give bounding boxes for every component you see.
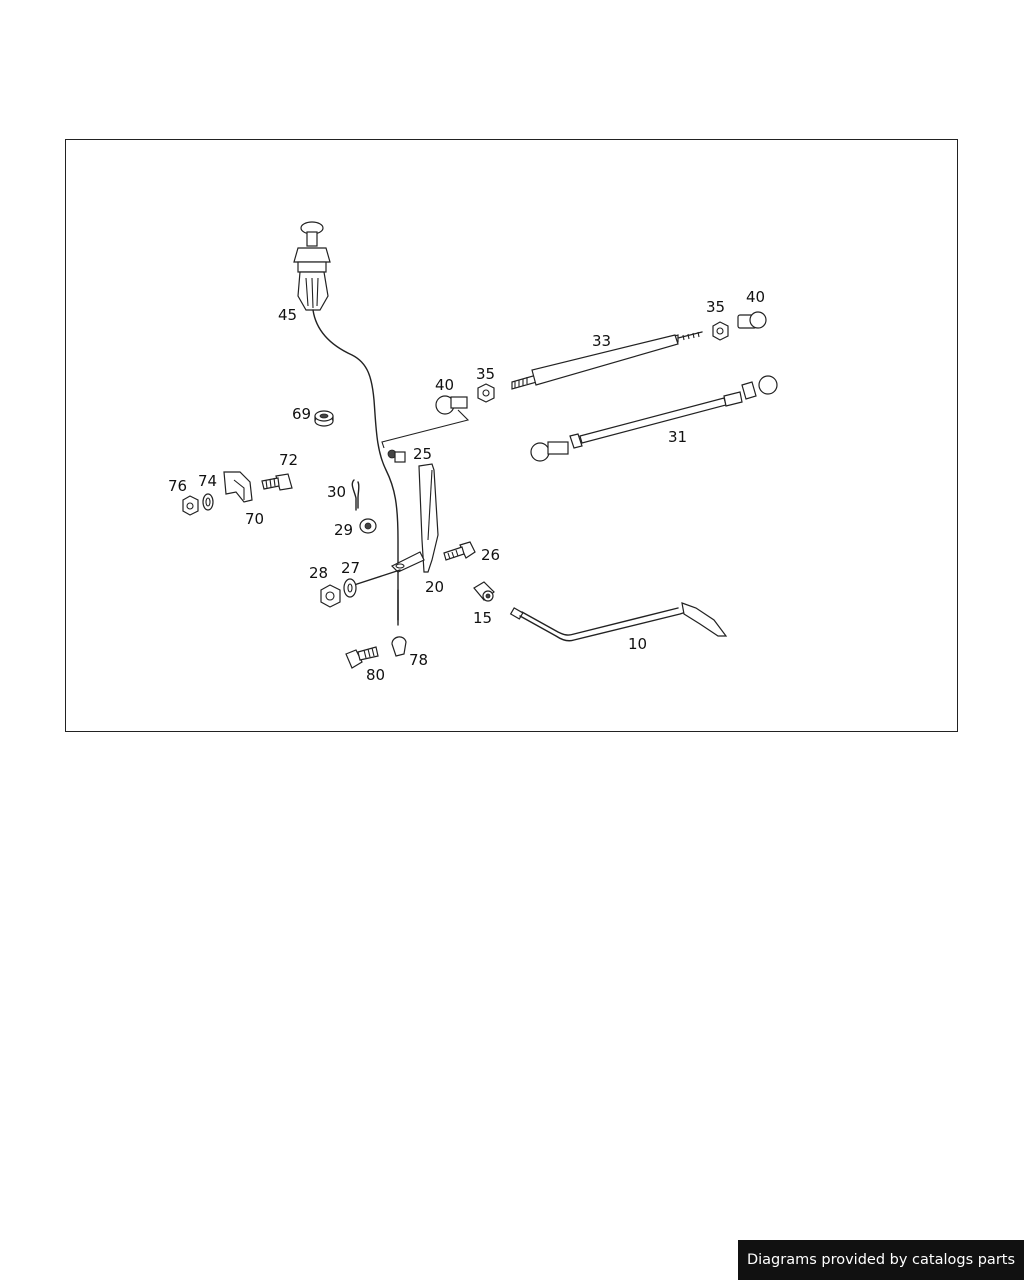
part-label-35a: 35 [476, 365, 495, 383]
part-20-lever-bracket[interactable] [353, 463, 439, 586]
part-label-35b: 35 [706, 298, 725, 316]
part-76-nut[interactable] [182, 495, 199, 516]
part-label-78: 78 [409, 651, 428, 669]
credit-banner: Diagrams provided by catalogs parts [738, 1240, 1024, 1280]
part-label-31: 31 [668, 428, 687, 446]
part-74-washer[interactable] [202, 493, 214, 511]
part-30-split-pin[interactable] [351, 479, 360, 511]
part-27-washer[interactable] [343, 578, 357, 598]
part-33-threaded-rod[interactable] [511, 331, 703, 390]
part-label-69: 69 [292, 405, 311, 423]
part-label-27: 27 [341, 559, 360, 577]
credit-text: Diagrams provided by catalogs parts [746, 1252, 1016, 1268]
part-35-nut-left[interactable] [477, 383, 495, 403]
part-69-grommet[interactable] [314, 410, 334, 427]
part-label-33: 33 [592, 332, 611, 350]
part-28-nut[interactable] [320, 584, 341, 608]
part-label-28: 28 [309, 564, 328, 582]
part-70-clip[interactable] [223, 471, 253, 503]
part-40-ball-socket-right[interactable] [737, 311, 767, 329]
part-label-40a: 40 [435, 376, 454, 394]
part-25-bushing[interactable] [387, 449, 406, 463]
part-35-nut-right[interactable] [712, 321, 729, 341]
part-72-bolt[interactable] [261, 473, 293, 491]
part-label-26: 26 [481, 546, 500, 564]
part-label-72: 72 [279, 451, 298, 469]
part-label-45: 45 [278, 306, 297, 324]
part-label-80: 80 [366, 666, 385, 684]
part-label-29: 29 [334, 521, 353, 539]
part-40-ball-socket-left[interactable] [381, 395, 470, 449]
part-29-washer[interactable] [359, 518, 377, 534]
part-label-10: 10 [628, 635, 647, 653]
part-45-pull-knob-cable[interactable] [293, 221, 399, 626]
part-26-bolt[interactable] [443, 541, 476, 561]
part-label-76: 76 [168, 477, 187, 495]
part-78-cap[interactable] [391, 636, 407, 657]
part-31-adjustable-rod[interactable] [530, 375, 778, 462]
part-label-74: 74 [198, 472, 217, 490]
diagram-frame [65, 139, 958, 732]
part-label-20: 20 [425, 578, 444, 596]
part-label-15: 15 [473, 609, 492, 627]
part-label-25: 25 [413, 445, 432, 463]
part-80-screw[interactable] [345, 646, 379, 669]
part-15-bushing[interactable] [473, 581, 495, 602]
part-10-pedal-lever[interactable] [509, 602, 728, 642]
part-label-40b: 40 [746, 288, 765, 306]
part-label-30: 30 [327, 483, 346, 501]
part-label-70: 70 [245, 510, 264, 528]
